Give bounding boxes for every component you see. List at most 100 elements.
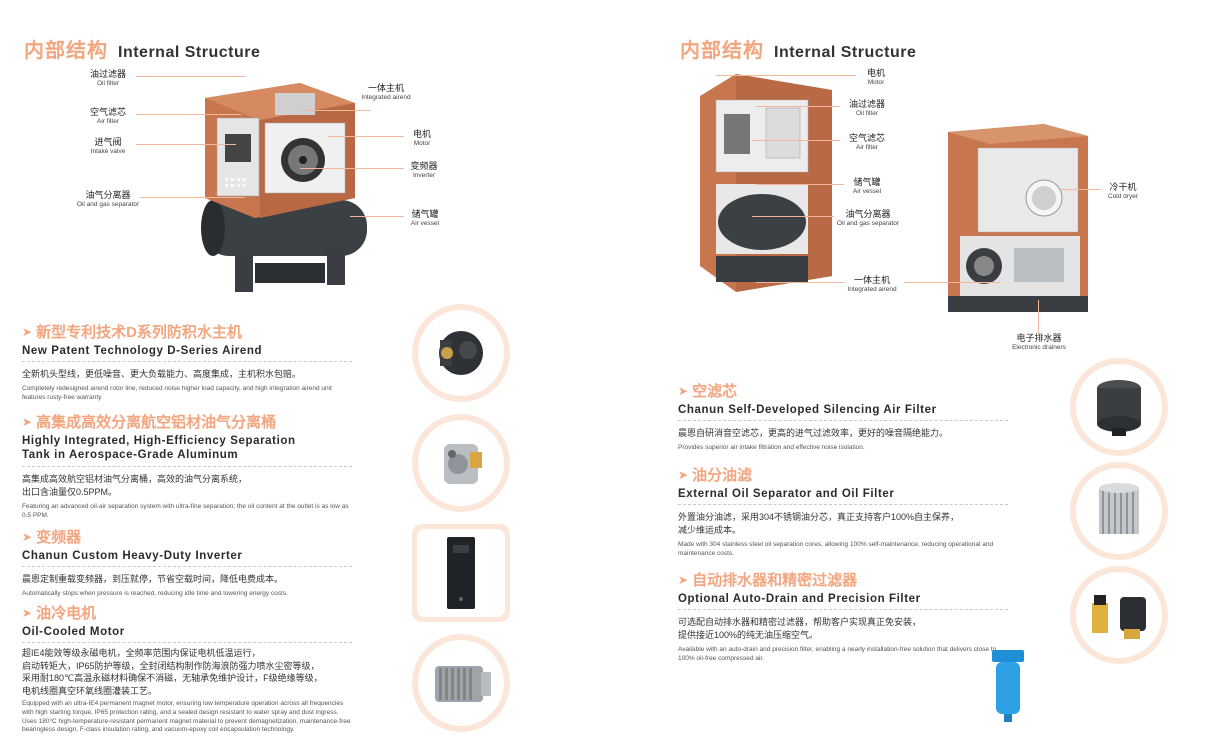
right-label-separator-en: Oil and gas separator [836,219,900,227]
feature-title-en: Oil-Cooled Motor [22,625,352,644]
feature-title-cn: 新型专利技术D系列防积水主机 [36,324,242,341]
leader-line [756,106,840,107]
left-label-air-filter-en: Air filter [96,117,120,125]
left-title-en: Internal Structure [118,44,261,61]
left-label-inverter: 变频器 Inverter [404,161,444,179]
feature-title-cn: 变频器 [36,529,82,546]
feature-body-cn-line2: 提供接近100%的纯无油压缩空气。 [678,630,819,641]
right-label-air-filter-cn: 空气滤芯 [848,133,885,143]
right-label-drainer-en: Electronic drainers [1012,343,1066,351]
feature-body-en: Equipped with an ultra-IE4 permanent mag… [22,700,351,734]
feature-body-en: Automatically stops when pressure is rea… [22,590,288,598]
feature-body-cn: 晨恩自研消音空滤芯，更高的进气过滤效率，更好的噪音隔绝能力。 [678,428,949,439]
right-dryer-illustration [948,124,1088,312]
feature-title-en: External Oil Separator and Oil Filter [678,487,1008,506]
feature-body-cn-line2: 减少维运成本。 [678,525,742,536]
left-label-vessel-cn: 储气罐 [411,209,439,219]
feature-body-en: Completely redesigned airend rotor line,… [22,385,332,402]
right-compressor-illustration [700,74,832,292]
feature-oil-separator: ➤油分油滤 External Oil Separator and Oil Fil… [678,464,1008,559]
feature-title-en: Highly Integrated, High-Efficiency Separ… [22,435,296,447]
left-label-airend-cn: 一体主机 [367,83,404,93]
right-label-drainer: 电子排水器 Electronic drainers [1004,333,1074,351]
leader-line [300,168,404,169]
feature-title-cn: 油分油滤 [692,467,753,484]
left-label-motor-en: Motor [413,139,431,147]
leader-line [904,282,1000,283]
feature-body-cn: 晨恩定制重载变频器，到压就停，节省空载时间，降低电费成本。 [22,574,284,585]
thumb-oil-separator [1070,462,1168,560]
right-label-oil-filter: 油过滤器 Oil filter [840,99,894,117]
right-label-airend-cn: 一体主机 [853,275,890,285]
thumb-auto-drain [1070,566,1168,664]
motor-image [435,666,491,702]
leader-line [756,184,844,185]
feature-title-cn: 空滤芯 [692,383,738,400]
right-label-airend: 一体主机 Integrated airend [840,275,904,293]
left-label-motor: 电机 Motor [404,129,440,147]
arrow-icon: ➤ [678,383,689,398]
feature-title-en: Chanun Custom Heavy-Duty Inverter [22,549,352,568]
arrow-icon: ➤ [22,414,33,429]
precision-filter-image [990,646,1026,726]
feature-body-cn: 外置油分油滤，采用304不锈钢油分芯，真正支持客户100%自主保养， [678,512,960,523]
left-label-inverter-en: Inverter [412,171,436,179]
feature-title-en: Optional Auto-Drain and Precision Filter [678,592,1008,611]
feature-title-en-line2: Tank in Aerospace-Grade Aluminum [22,449,239,462]
leader-line [328,136,404,137]
leader-line [136,76,246,77]
left-label-vessel-en: Air vessel [410,219,440,227]
left-label-motor-cn: 电机 [412,129,431,139]
right-label-oil-filter-cn: 油过滤器 [848,99,885,109]
left-title-cn: 内部结构 [24,40,108,62]
leader-line [1060,189,1100,190]
arrow-icon: ➤ [22,605,33,620]
leader-line [136,114,241,115]
left-label-oil-filter-en: Oil filter [96,79,120,87]
right-title-en: Internal Structure [774,44,917,61]
leader-line [300,110,370,111]
feature-title-cn: 高集成高效分离航空铝材油气分离桶 [36,414,277,431]
left-label-oil-filter: 油过滤器 Oil filter [80,69,136,87]
thumb-separator [412,414,510,512]
leader-line [716,75,856,76]
separator-image [444,444,482,484]
thumb-motor [412,634,510,732]
right-label-vessel: 储气罐 Air vessel [844,177,890,195]
left-label-separator-en: Oil and gas separator [76,200,140,208]
left-label-airend-en: Integrated airend [361,93,411,101]
left-label-air-filter-cn: 空气滤芯 [89,107,126,117]
feature-body-en: Provides superior air intake filtration … [678,444,865,452]
left-label-intake-valve-cn: 进气阀 [94,137,122,147]
arrow-icon: ➤ [678,572,689,587]
right-label-motor: 电机 Motor [856,68,896,86]
leader-line [350,216,404,217]
left-label-separator: 油气分离器 Oil and gas separator [64,190,152,208]
right-label-vessel-en: Air vessel [852,187,882,195]
thumb-airend [412,304,510,402]
oil-separator-image [1099,483,1139,534]
airend-image [439,331,483,375]
thumb-inverter [412,524,510,622]
arrow-icon: ➤ [22,529,33,544]
right-section-title: 内部结构 Internal Structure [680,34,916,63]
air-filter-image [1097,380,1141,436]
left-section-title: 内部结构 Internal Structure [24,34,260,63]
feature-title-en: Chanun Self-Developed Silencing Air Filt… [678,403,1008,422]
right-title-cn: 内部结构 [680,40,764,62]
left-label-air-filter: 空气滤芯 Air filter [80,107,136,125]
feature-title-en: New Patent Technology D-Series Airend [22,344,352,363]
right-label-vessel-cn: 储气罐 [853,177,881,187]
feature-body-cn: 可选配自动排水器和精密过滤器，帮助客户实现真正免安装， [678,617,922,628]
inverter-image [447,537,475,609]
thumb-air-filter [1070,358,1168,456]
feature-body-cn-line2: 出口含油量仅0.5PPM。 [22,486,118,497]
right-label-motor-en: Motor [867,78,885,86]
feature-inverter: ➤变频器 Chanun Custom Heavy-Duty Inverter 晨… [22,526,352,599]
left-label-vessel: 储气罐 Air vessel [404,209,446,227]
feature-motor: ➤油冷电机 Oil-Cooled Motor 超IE4能效等级永磁电机，全频率范… [22,602,352,735]
right-label-air-filter-en: Air filter [855,143,879,151]
left-label-inverter-cn: 变频器 [410,161,438,171]
right-label-oil-filter-en: Oil filter [855,109,879,117]
right-label-drainer-cn: 电子排水器 [1016,333,1062,343]
